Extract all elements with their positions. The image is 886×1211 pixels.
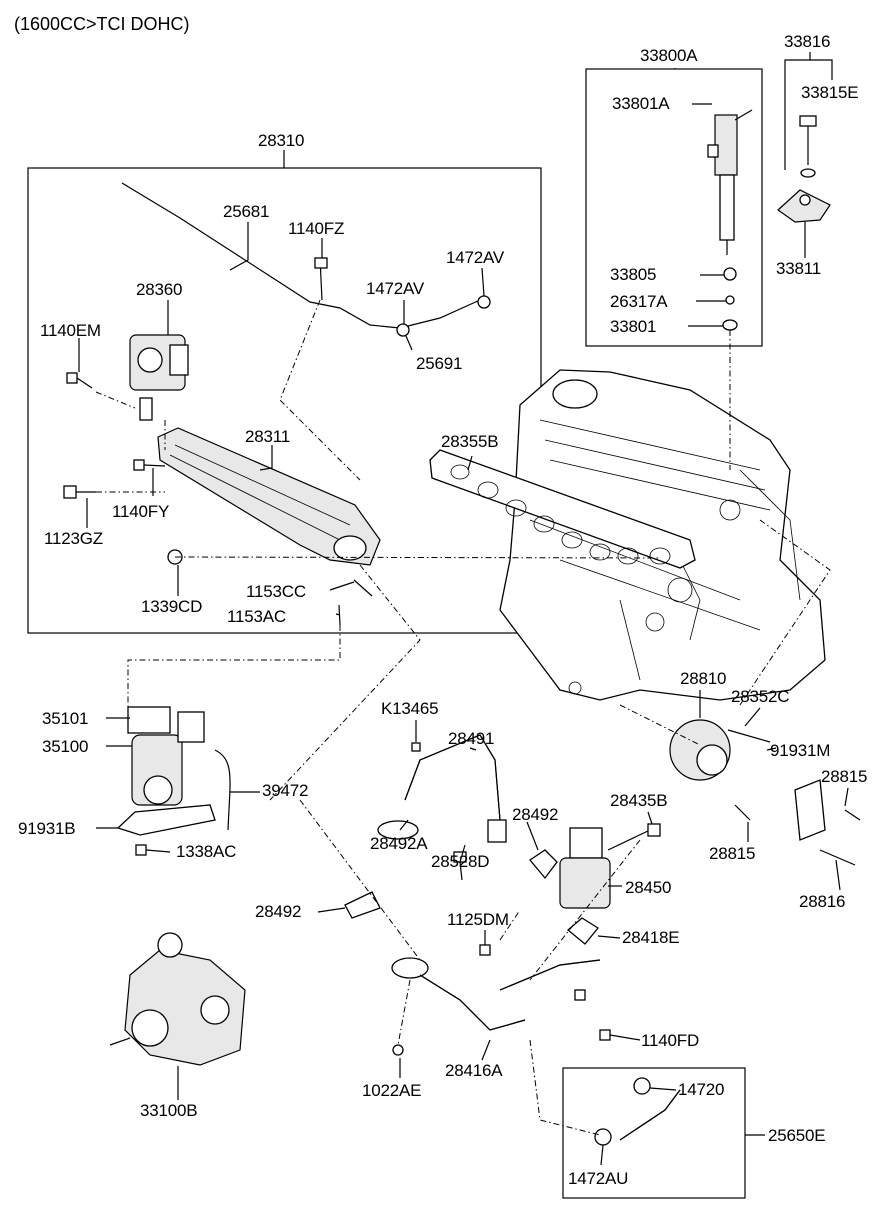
label-33801: 33801 bbox=[610, 317, 657, 336]
label-28492A: 28492A bbox=[370, 834, 428, 853]
label-91931M: 91931M bbox=[770, 741, 831, 760]
label-28450: 28450 bbox=[625, 878, 672, 897]
connection-lines bbox=[95, 299, 831, 1136]
label-33816: 33816 bbox=[784, 32, 831, 51]
label-91931B: 91931B bbox=[18, 819, 76, 838]
label-1472AV-a: 1472AV bbox=[446, 248, 505, 267]
group-box-25650E bbox=[562, 1067, 746, 1199]
bracket-91931B bbox=[116, 804, 216, 836]
label-25650E: 25650E bbox=[768, 1126, 826, 1145]
bolt-1140fy bbox=[133, 459, 166, 471]
label-1140FD: 1140FD bbox=[641, 1031, 700, 1050]
egr-valve-28450 bbox=[559, 823, 661, 909]
intake-manifold-28311 bbox=[157, 427, 381, 566]
label-28816: 28816 bbox=[799, 892, 846, 911]
label-28492-b: 28492 bbox=[255, 902, 302, 921]
label-28815-a: 28815 bbox=[821, 767, 868, 786]
gasket-28492-lower bbox=[344, 891, 381, 919]
label-1472AV-b: 1472AV bbox=[366, 279, 425, 298]
egr-pipe-28491 bbox=[377, 734, 507, 843]
label-28360: 28360 bbox=[136, 280, 183, 299]
bolt-33815E bbox=[799, 115, 817, 178]
label-28435B: 28435B bbox=[610, 791, 668, 810]
label-28311: 28311 bbox=[245, 427, 291, 446]
bolt-1338ac bbox=[135, 844, 147, 856]
manifold-gasket bbox=[429, 449, 696, 569]
injector-33800A bbox=[707, 109, 753, 331]
group-box-33800A bbox=[585, 68, 763, 347]
label-28310: 28310 bbox=[258, 131, 305, 150]
label-1140EM: 1140EM bbox=[40, 321, 101, 340]
label-28491: 28491 bbox=[448, 729, 495, 748]
vacuum-pump-28810 bbox=[669, 719, 861, 866]
label-28492-a: 28492 bbox=[512, 805, 559, 824]
egr-cooler-35100 bbox=[127, 706, 231, 831]
gasket-28492 bbox=[529, 849, 558, 880]
label-28352C: 28352C bbox=[731, 687, 790, 706]
label-1022AE: 1022AE bbox=[362, 1081, 422, 1100]
label-25691: 25691 bbox=[416, 354, 463, 373]
clamp-1472av-b bbox=[477, 295, 491, 309]
bolt-1140em bbox=[66, 372, 93, 389]
label-28355B: 28355B bbox=[441, 432, 499, 451]
egr-pipe-28416A bbox=[391, 944, 611, 1041]
group-box-28310 bbox=[27, 167, 542, 634]
label-39472: 39472 bbox=[262, 781, 309, 800]
injector-clamp-33811 bbox=[777, 189, 831, 223]
label-28815-b: 28815 bbox=[709, 844, 756, 863]
stud-1153cc bbox=[353, 579, 373, 597]
label-33805: 33805 bbox=[610, 265, 657, 284]
label-28418E: 28418E bbox=[622, 928, 680, 947]
label-1140FY: 1140FY bbox=[112, 502, 170, 521]
label-28416A: 28416A bbox=[445, 1061, 503, 1080]
label-33800A: 33800A bbox=[640, 46, 698, 65]
label-1472AU: 1472AU bbox=[568, 1169, 629, 1188]
label-33815E: 33815E bbox=[801, 83, 859, 102]
fuel-rail-line bbox=[121, 182, 481, 329]
label-1338AC: 1338AC bbox=[176, 842, 237, 861]
label-1125DM: 1125DM bbox=[447, 910, 509, 929]
diagram-header: (1600CC>TCI DOHC) bbox=[14, 14, 190, 34]
bolt-k13465 bbox=[411, 742, 421, 752]
label-28528D: 28528D bbox=[431, 852, 490, 871]
hose-25650E bbox=[594, 1077, 681, 1146]
label-33100B: 33100B bbox=[140, 1101, 198, 1120]
label-33811: 33811 bbox=[776, 259, 822, 278]
label-35101: 35101 bbox=[42, 709, 89, 728]
label-1153CC: 1153CC bbox=[246, 582, 306, 601]
throttle-body-28360 bbox=[129, 334, 189, 421]
label-33801A: 33801A bbox=[612, 94, 670, 113]
label-35100: 35100 bbox=[42, 737, 89, 756]
leader-lines bbox=[78, 52, 849, 1166]
label-1123GZ: 1123GZ bbox=[44, 529, 103, 548]
label-1140FZ: 1140FZ bbox=[288, 219, 345, 238]
clamp-1472av-a bbox=[396, 323, 410, 337]
label-28810: 28810 bbox=[680, 669, 727, 688]
bolt-1123gz bbox=[63, 485, 96, 499]
label-25681: 25681 bbox=[223, 202, 270, 221]
label-14720: 14720 bbox=[678, 1080, 725, 1099]
label-26317A: 26317A bbox=[610, 292, 668, 311]
nut-1022ae bbox=[392, 1044, 404, 1056]
label-1153AC: 1153AC bbox=[227, 607, 286, 626]
bolt-head-1140fz bbox=[314, 257, 328, 269]
gasket-28418e bbox=[566, 917, 599, 945]
label-1339CD: 1339CD bbox=[141, 597, 203, 616]
fuel-pump-33100B bbox=[109, 932, 246, 1066]
label-K13465: K13465 bbox=[381, 699, 439, 718]
